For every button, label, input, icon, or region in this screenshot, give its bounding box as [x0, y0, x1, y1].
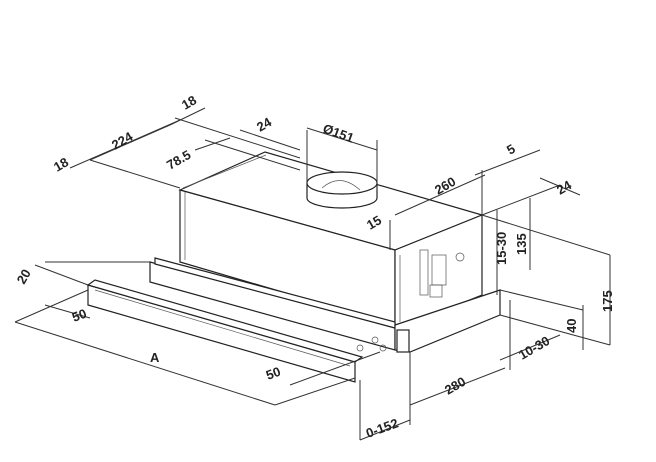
dim-A: A: [150, 350, 160, 365]
dim-5: 5: [504, 141, 518, 158]
dim-40: 40: [564, 319, 579, 333]
dim-15: 15: [364, 212, 384, 232]
dim-78-5: 78.5: [164, 147, 193, 173]
duct-collar: [306, 171, 378, 209]
dim-0-152: 0-152: [364, 415, 400, 440]
lower-tray: [86, 257, 501, 383]
dim-15-30: 15-30: [494, 232, 509, 265]
dimension-lines: [14, 107, 611, 441]
dim-50-right: 50: [264, 364, 283, 383]
dim-18-top: 18: [179, 92, 199, 112]
dim-24-top: 24: [254, 114, 275, 135]
dim-20: 20: [14, 266, 34, 286]
dim-24-right: 24: [554, 177, 575, 198]
dim-18-left: 18: [51, 154, 71, 174]
dim-260: 260: [432, 174, 458, 198]
dim-50-left: 50: [70, 306, 89, 325]
dim-10-30: 10-30: [516, 333, 552, 363]
dim-280: 280: [442, 374, 468, 398]
dim-135: 135: [514, 233, 529, 255]
dim-diameter-151: Ø151: [321, 121, 356, 146]
dim-175: 175: [600, 290, 615, 312]
